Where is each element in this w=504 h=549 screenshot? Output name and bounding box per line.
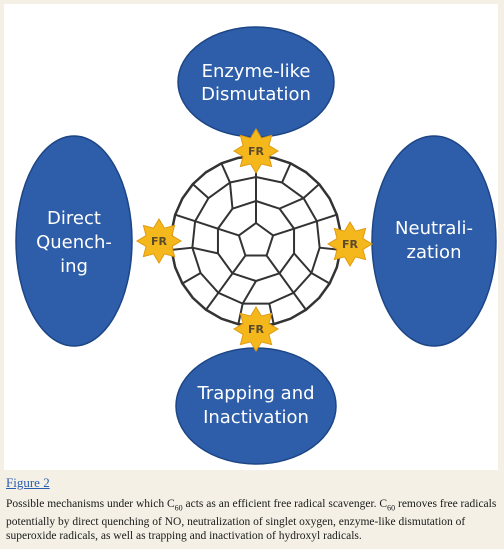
fullerene-bond: [278, 272, 295, 294]
label-quench: Quench-: [36, 232, 112, 253]
star-shape: [233, 306, 279, 352]
caption-text-2: acts as an efficient free radical scaven…: [182, 498, 388, 510]
fullerene-bond: [228, 182, 234, 209]
c60-fullerene-icon: [170, 154, 342, 328]
caption-subscript-2: 60: [387, 503, 396, 513]
fr-label: FR: [151, 235, 168, 248]
label-neutrali: Neutrali-: [395, 218, 473, 239]
ellipse-neutralization: Neutrali- zation: [371, 135, 497, 347]
fr-label: FR: [248, 323, 265, 336]
fullerene-bond: [316, 213, 338, 223]
figure-caption: Possible mechanisms under which C60 acts…: [6, 497, 498, 543]
fullerene-bond: [241, 280, 257, 305]
fullerene-bond: [293, 252, 313, 274]
fullerene-bond: [171, 246, 193, 251]
ellipse-enzyme-like-dismutation: Enzyme-like Dismutation: [177, 26, 335, 138]
star-shape: [233, 128, 279, 174]
label-trapping-and: Trapping and: [196, 383, 314, 404]
fullerene-bond: [217, 272, 234, 294]
figure-panel: Enzyme-like Dismutation Direct Quench- i…: [4, 4, 498, 470]
fullerene-bond: [231, 254, 247, 274]
fullerene-ring: [237, 222, 275, 257]
free-radical-stars: FR FR FR FR: [136, 128, 373, 352]
ellipse-trapping-inactivation: Trapping and Inactivation: [175, 347, 337, 465]
star-right-icon: FR: [327, 221, 373, 267]
ellipse-direct-quenching: Direct Quench- ing: [15, 135, 133, 347]
fullerene-bond: [220, 162, 231, 183]
caption-text-1: Possible mechanisms under which C: [6, 498, 175, 510]
fullerene-bond: [192, 246, 219, 255]
fullerene-bond: [181, 272, 202, 285]
fullerene-ring: [191, 176, 321, 305]
label-dismutation: Dismutation: [201, 84, 311, 105]
label-inactivation: Inactivation: [203, 407, 309, 428]
star-shape: [327, 221, 373, 267]
star-shape: [136, 218, 182, 264]
star-left-icon: FR: [136, 218, 182, 264]
fr-label: FR: [342, 238, 359, 251]
fullerene-bond: [272, 227, 295, 237]
label-ing: ing: [60, 256, 88, 277]
fullerene-bond: [281, 162, 292, 183]
star-top-icon: FR: [233, 128, 279, 174]
fullerene-bond: [217, 227, 240, 237]
caption-subscript-1: 60: [174, 503, 183, 513]
fullerene-bond: [310, 272, 331, 285]
fullerene-bond: [205, 292, 220, 311]
mechanism-diagram: Enzyme-like Dismutation Direct Quench- i…: [15, 26, 497, 465]
fullerene-bond: [293, 220, 318, 230]
fr-label: FR: [248, 145, 265, 158]
label-enzyme-like: Enzyme-like: [202, 61, 311, 82]
fullerene-bond: [194, 220, 219, 230]
fullerene-bond: [279, 197, 304, 210]
caption-text-3: removes free radicals potentially by dir…: [6, 498, 497, 543]
figure-2-link[interactable]: Figure 2: [6, 475, 50, 490]
label-direct: Direct: [47, 208, 101, 229]
fullerene-bond: [292, 292, 307, 311]
fullerene-bond: [174, 213, 196, 223]
label-zation: zation: [407, 242, 462, 263]
fullerene-bond: [265, 254, 281, 274]
fullerene-bond: [192, 183, 210, 199]
star-bottom-icon: FR: [233, 306, 279, 352]
fullerene-bond: [302, 183, 320, 199]
